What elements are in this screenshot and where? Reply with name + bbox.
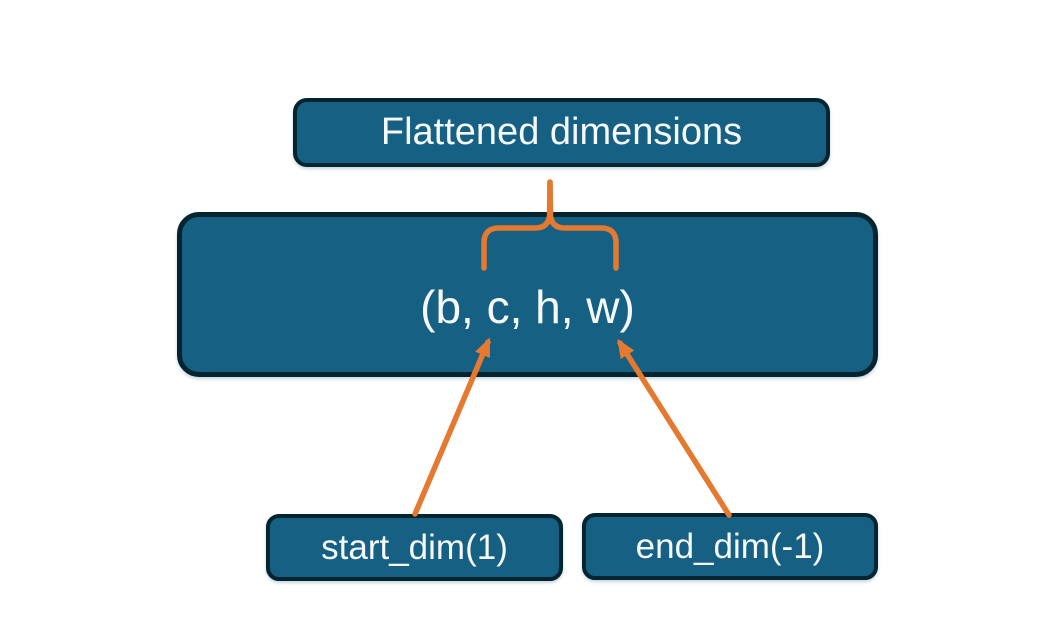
tensor-shape-label: (b, c, h, w) bbox=[420, 280, 635, 333]
start-dim-box: start_dim(1) bbox=[266, 514, 563, 581]
end-dim-box: end_dim(-1) bbox=[582, 513, 878, 580]
tensor-shape-box: (b, c, h, w) bbox=[177, 212, 878, 377]
start-dim-label: start_dim(1) bbox=[321, 527, 508, 567]
end-dim-label: end_dim(-1) bbox=[635, 526, 825, 566]
flattened-dimensions-box: Flattened dimensions bbox=[293, 98, 830, 167]
flattened-dimensions-label: Flattened dimensions bbox=[380, 111, 743, 153]
